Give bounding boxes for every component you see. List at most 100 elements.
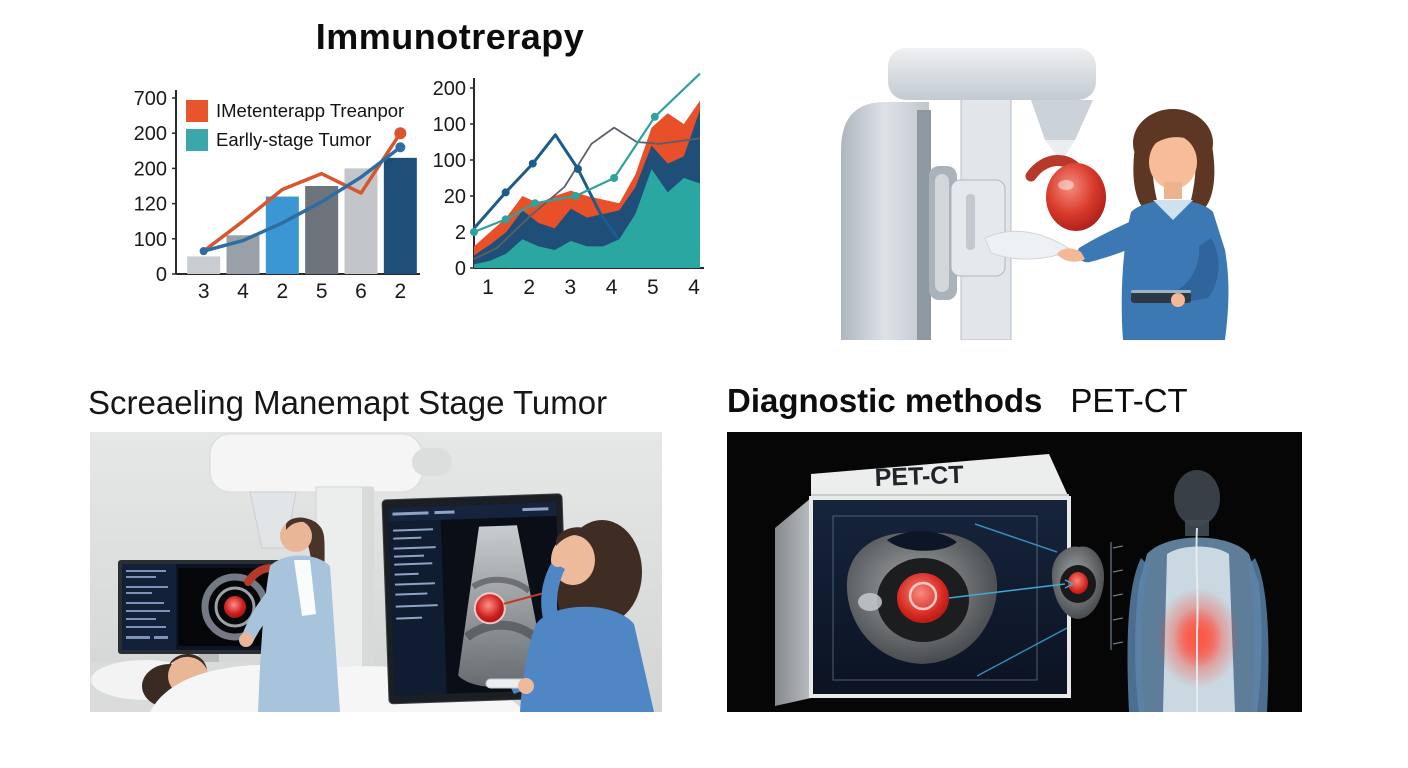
fan-shadow-arc2 [464, 620, 540, 643]
y-tick-label: 0 [156, 264, 167, 286]
machine-head-cone [1031, 100, 1093, 140]
y-tick-label: 100 [134, 229, 167, 251]
navy-line-marker [528, 159, 537, 168]
x-tick-label: 1 [482, 276, 494, 299]
patient-hair-top [168, 654, 207, 670]
line-end-dot [394, 127, 407, 140]
hair-left [1133, 140, 1159, 208]
legend-swatch [186, 100, 208, 122]
hair-right [1189, 140, 1215, 208]
ct-slice-large [846, 531, 998, 664]
us-tumor-ring [473, 592, 506, 625]
fan-shadow-arc [471, 576, 532, 594]
towel [294, 560, 316, 616]
box-top-band [811, 454, 1069, 498]
observer-hand-touch [551, 553, 565, 567]
x-tick-label: 3 [198, 280, 210, 303]
torso [1121, 200, 1229, 340]
bar [383, 157, 417, 274]
screening-photo [90, 432, 662, 712]
organ-highlight [1058, 180, 1074, 190]
line-start-dot [199, 247, 208, 256]
navy-line-marker [573, 165, 582, 173]
ct-tumor-large [897, 573, 949, 623]
arm-reaching [1077, 218, 1145, 263]
teal-line-marker [501, 215, 510, 224]
x-tick-label: 2 [276, 280, 288, 303]
mammography-illustration [841, 48, 1229, 340]
teal-line-marker [571, 192, 580, 200]
ct-slice-small [1051, 546, 1105, 619]
us-tumor [474, 593, 505, 624]
hair-fringe [1147, 127, 1201, 150]
box-side-face [775, 498, 811, 706]
bar [305, 186, 339, 274]
y-tick-label: 2 [455, 222, 466, 244]
ct-top-notch [887, 531, 957, 551]
bar [187, 256, 221, 274]
observer-hand-hold [518, 678, 534, 694]
arm-holding [1173, 238, 1219, 304]
tablet-edge [1131, 290, 1191, 293]
earlly-stage-tumor-line [203, 145, 402, 253]
y-tick-label: 200 [134, 158, 167, 180]
machine-top-beam [888, 48, 1096, 100]
ultrasound-monitor [381, 493, 570, 705]
machine-column-edge [917, 110, 931, 340]
hand-on-tablet [1171, 293, 1185, 307]
x-tick-label: 6 [355, 280, 367, 303]
holo-frame [832, 515, 1038, 681]
y-tick-label: 200 [433, 78, 466, 100]
us-sidebar-text [393, 528, 438, 620]
machine-knob [412, 448, 452, 476]
imetenterapp-treanpor-line [202, 132, 402, 253]
cell-tumor [224, 596, 246, 618]
technician-fringe [286, 517, 316, 530]
ct-white-blob [858, 593, 882, 611]
machine-column-shade [362, 487, 374, 712]
scale-ticks [1110, 542, 1124, 650]
teal-line-marker [531, 199, 540, 208]
observer-figure [485, 520, 654, 712]
us-sidebar [388, 519, 447, 696]
y-tick-label: 100 [433, 114, 466, 136]
machine-cone-tip [1045, 140, 1075, 162]
x-tick-label: 4 [237, 280, 249, 303]
legend-label: IMetenterapp Treanpor [216, 100, 404, 121]
body-arm-right [1247, 558, 1269, 712]
screening-caption: Screaeling Manemapt Stage Tumor [88, 384, 608, 421]
petct-box-label: PET-CT [874, 461, 964, 492]
x-tick-label: 2 [523, 276, 535, 299]
line-end-dot [395, 142, 406, 153]
tumor-organ-shape [1046, 163, 1106, 231]
sidebar-text-lines [126, 570, 170, 639]
compression-unit [950, 179, 1006, 277]
x-tick-label: 4 [688, 276, 700, 299]
hand-open [1057, 248, 1085, 262]
observer-fringe [556, 527, 598, 546]
navy-line-marker [501, 188, 510, 197]
machine-left-column [841, 102, 929, 340]
body-head [1174, 470, 1220, 526]
y-tick-label: 0 [455, 258, 466, 280]
collar [1153, 200, 1193, 220]
cell-inner-ring [214, 586, 256, 628]
y-tick-label: 700 [134, 88, 167, 110]
teal-line-marker [650, 112, 659, 121]
ct-tumor-small [1068, 572, 1088, 594]
face [1149, 135, 1197, 189]
technician-figure [239, 517, 340, 712]
technician-head [280, 520, 312, 552]
technician-arm [241, 582, 288, 644]
x-tick-label: 2 [394, 280, 406, 303]
body-center-line [1195, 527, 1199, 712]
body-figure [1127, 470, 1269, 712]
legend-label: Earlly-stage Tumor [216, 129, 371, 150]
observer-sweater [520, 606, 654, 712]
ct-tumor-ring [908, 581, 938, 611]
page-title: Immunotrerapy [315, 16, 585, 57]
bar [265, 196, 299, 274]
neck [1164, 182, 1182, 199]
